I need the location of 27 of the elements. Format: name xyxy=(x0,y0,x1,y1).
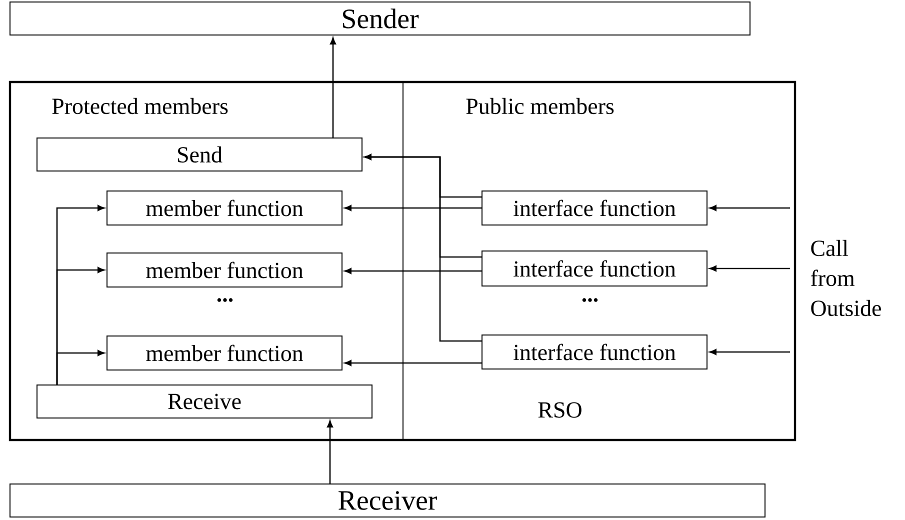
receive-box: Receive xyxy=(36,384,372,418)
function-box: member function xyxy=(106,252,342,288)
section-heading: Protected members xyxy=(52,98,228,114)
arrow xyxy=(330,37,336,138)
sender-box: Sender xyxy=(10,2,750,36)
function-box: interface function xyxy=(482,190,708,226)
section-heading: Public members xyxy=(466,98,614,114)
ellipsis: ... xyxy=(582,298,598,302)
function-box: interface function xyxy=(482,250,708,286)
ellipsis: ... xyxy=(217,298,233,302)
rso-frame xyxy=(8,80,796,442)
arrow xyxy=(56,350,105,384)
send-box: Send xyxy=(36,138,362,172)
receiver-box: Receiver xyxy=(10,484,766,518)
function-box: interface function xyxy=(482,334,708,370)
arrow xyxy=(364,154,482,342)
arrow xyxy=(344,360,482,366)
frame-title: RSO xyxy=(538,402,582,418)
function-box: member function xyxy=(106,190,342,226)
arrow xyxy=(709,266,790,272)
arrow xyxy=(344,268,482,274)
arrow xyxy=(709,349,790,355)
note-text: Call from Outside xyxy=(810,240,881,316)
arrow xyxy=(344,205,482,211)
arrow xyxy=(327,420,333,484)
arrow xyxy=(709,205,790,211)
function-box: member function xyxy=(106,336,342,370)
